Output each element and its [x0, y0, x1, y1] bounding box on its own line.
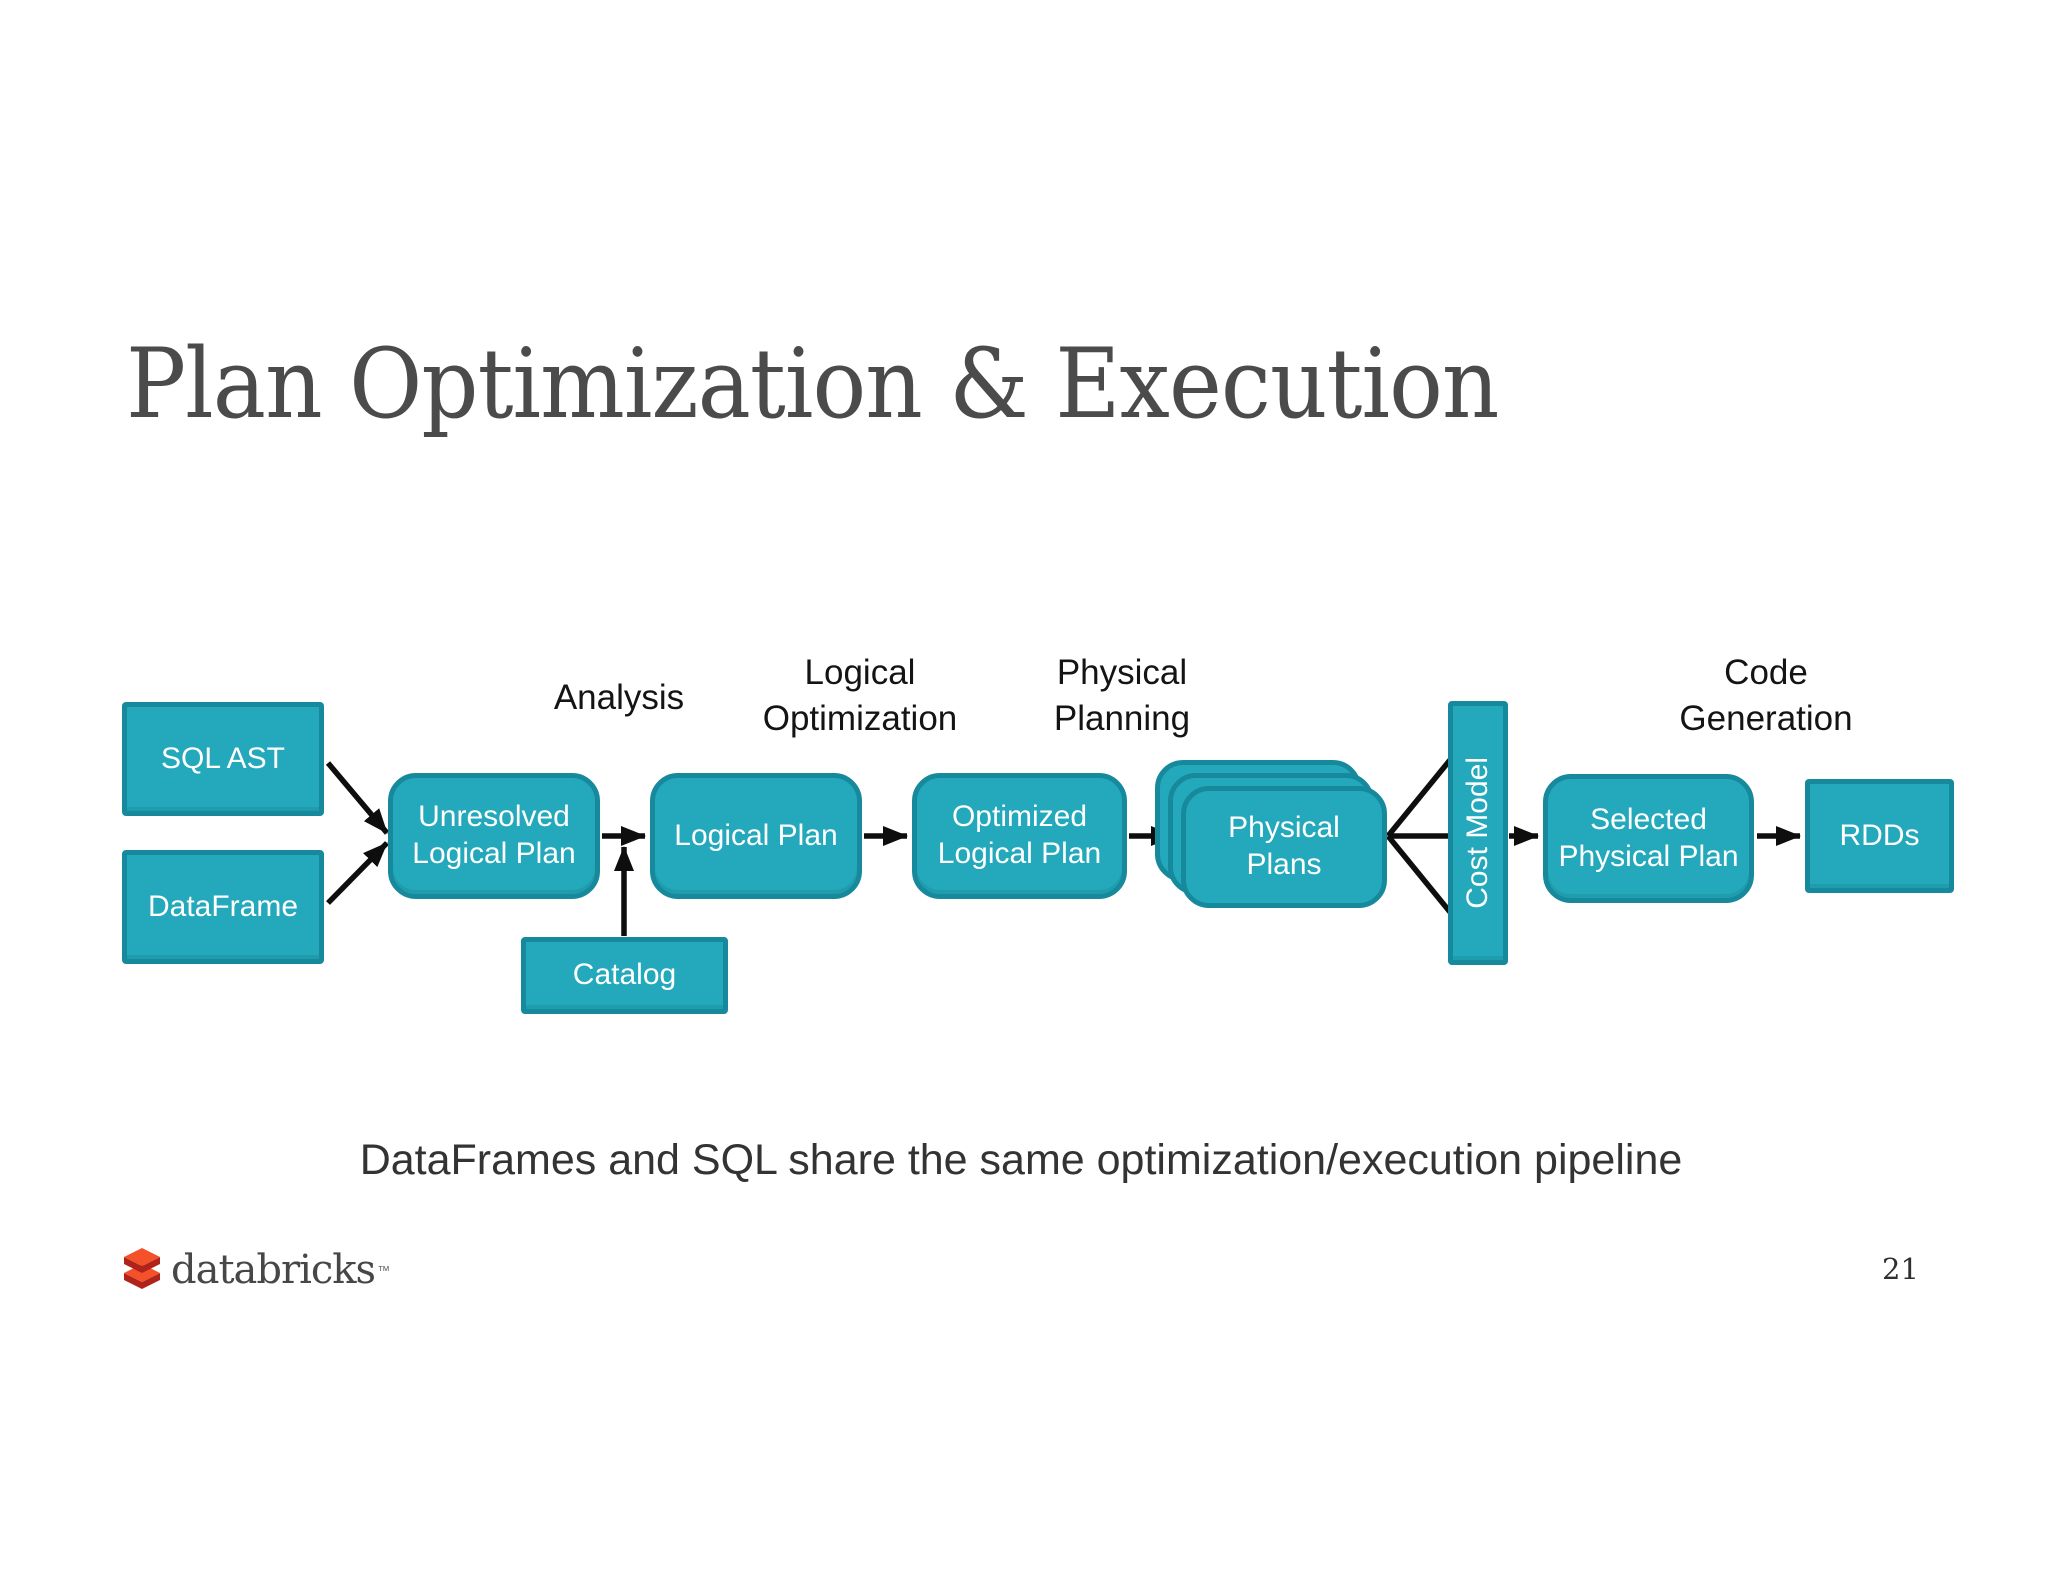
stage-label-analysis: Analysis — [553, 678, 685, 717]
page-title: Plan Optimization & Execution — [126, 328, 1499, 440]
node-physical-plans: Physical Plans — [1181, 786, 1387, 908]
node-cost-model: Cost Model — [1448, 701, 1508, 965]
fan-line-top — [1385, 758, 1453, 838]
stage-label-code-generation: Code Generation — [1679, 653, 1853, 738]
node-sql-ast: SQL AST — [122, 702, 324, 816]
fan-line-bottom — [1385, 834, 1453, 914]
node-logical-plan: Logical Plan — [650, 773, 862, 899]
arrow-dataframe-to-unresolved — [326, 841, 389, 905]
node-physical-plans-stack: Physical Plans — [1155, 760, 1387, 910]
slide-caption: DataFrames and SQL share the same optimi… — [359, 1136, 1683, 1184]
stage-label-logical-optimization: Logical Optimization — [762, 653, 958, 738]
node-catalog: Catalog — [521, 937, 728, 1014]
node-unresolved-logical-plan: Unresolved Logical Plan — [388, 773, 600, 899]
databricks-wordmark: databricks — [171, 1247, 376, 1293]
trademark-symbol: ™ — [377, 1262, 391, 1278]
databricks-logo: databricks ™ — [120, 1246, 390, 1294]
arrow-sqlast-to-unresolved — [325, 761, 390, 835]
page-number: 21 — [1882, 1252, 1919, 1286]
node-selected-physical-plan: Selected Physical Plan — [1543, 774, 1754, 903]
cost-model-label: Cost Model — [1460, 757, 1494, 909]
node-dataframe: DataFrame — [122, 850, 324, 964]
node-rdds: RDDs — [1805, 779, 1954, 893]
stage-label-physical-planning: Physical Planning — [1053, 653, 1191, 738]
databricks-bricks-icon — [124, 1248, 160, 1289]
node-optimized-logical-plan: Optimized Logical Plan — [912, 773, 1127, 899]
